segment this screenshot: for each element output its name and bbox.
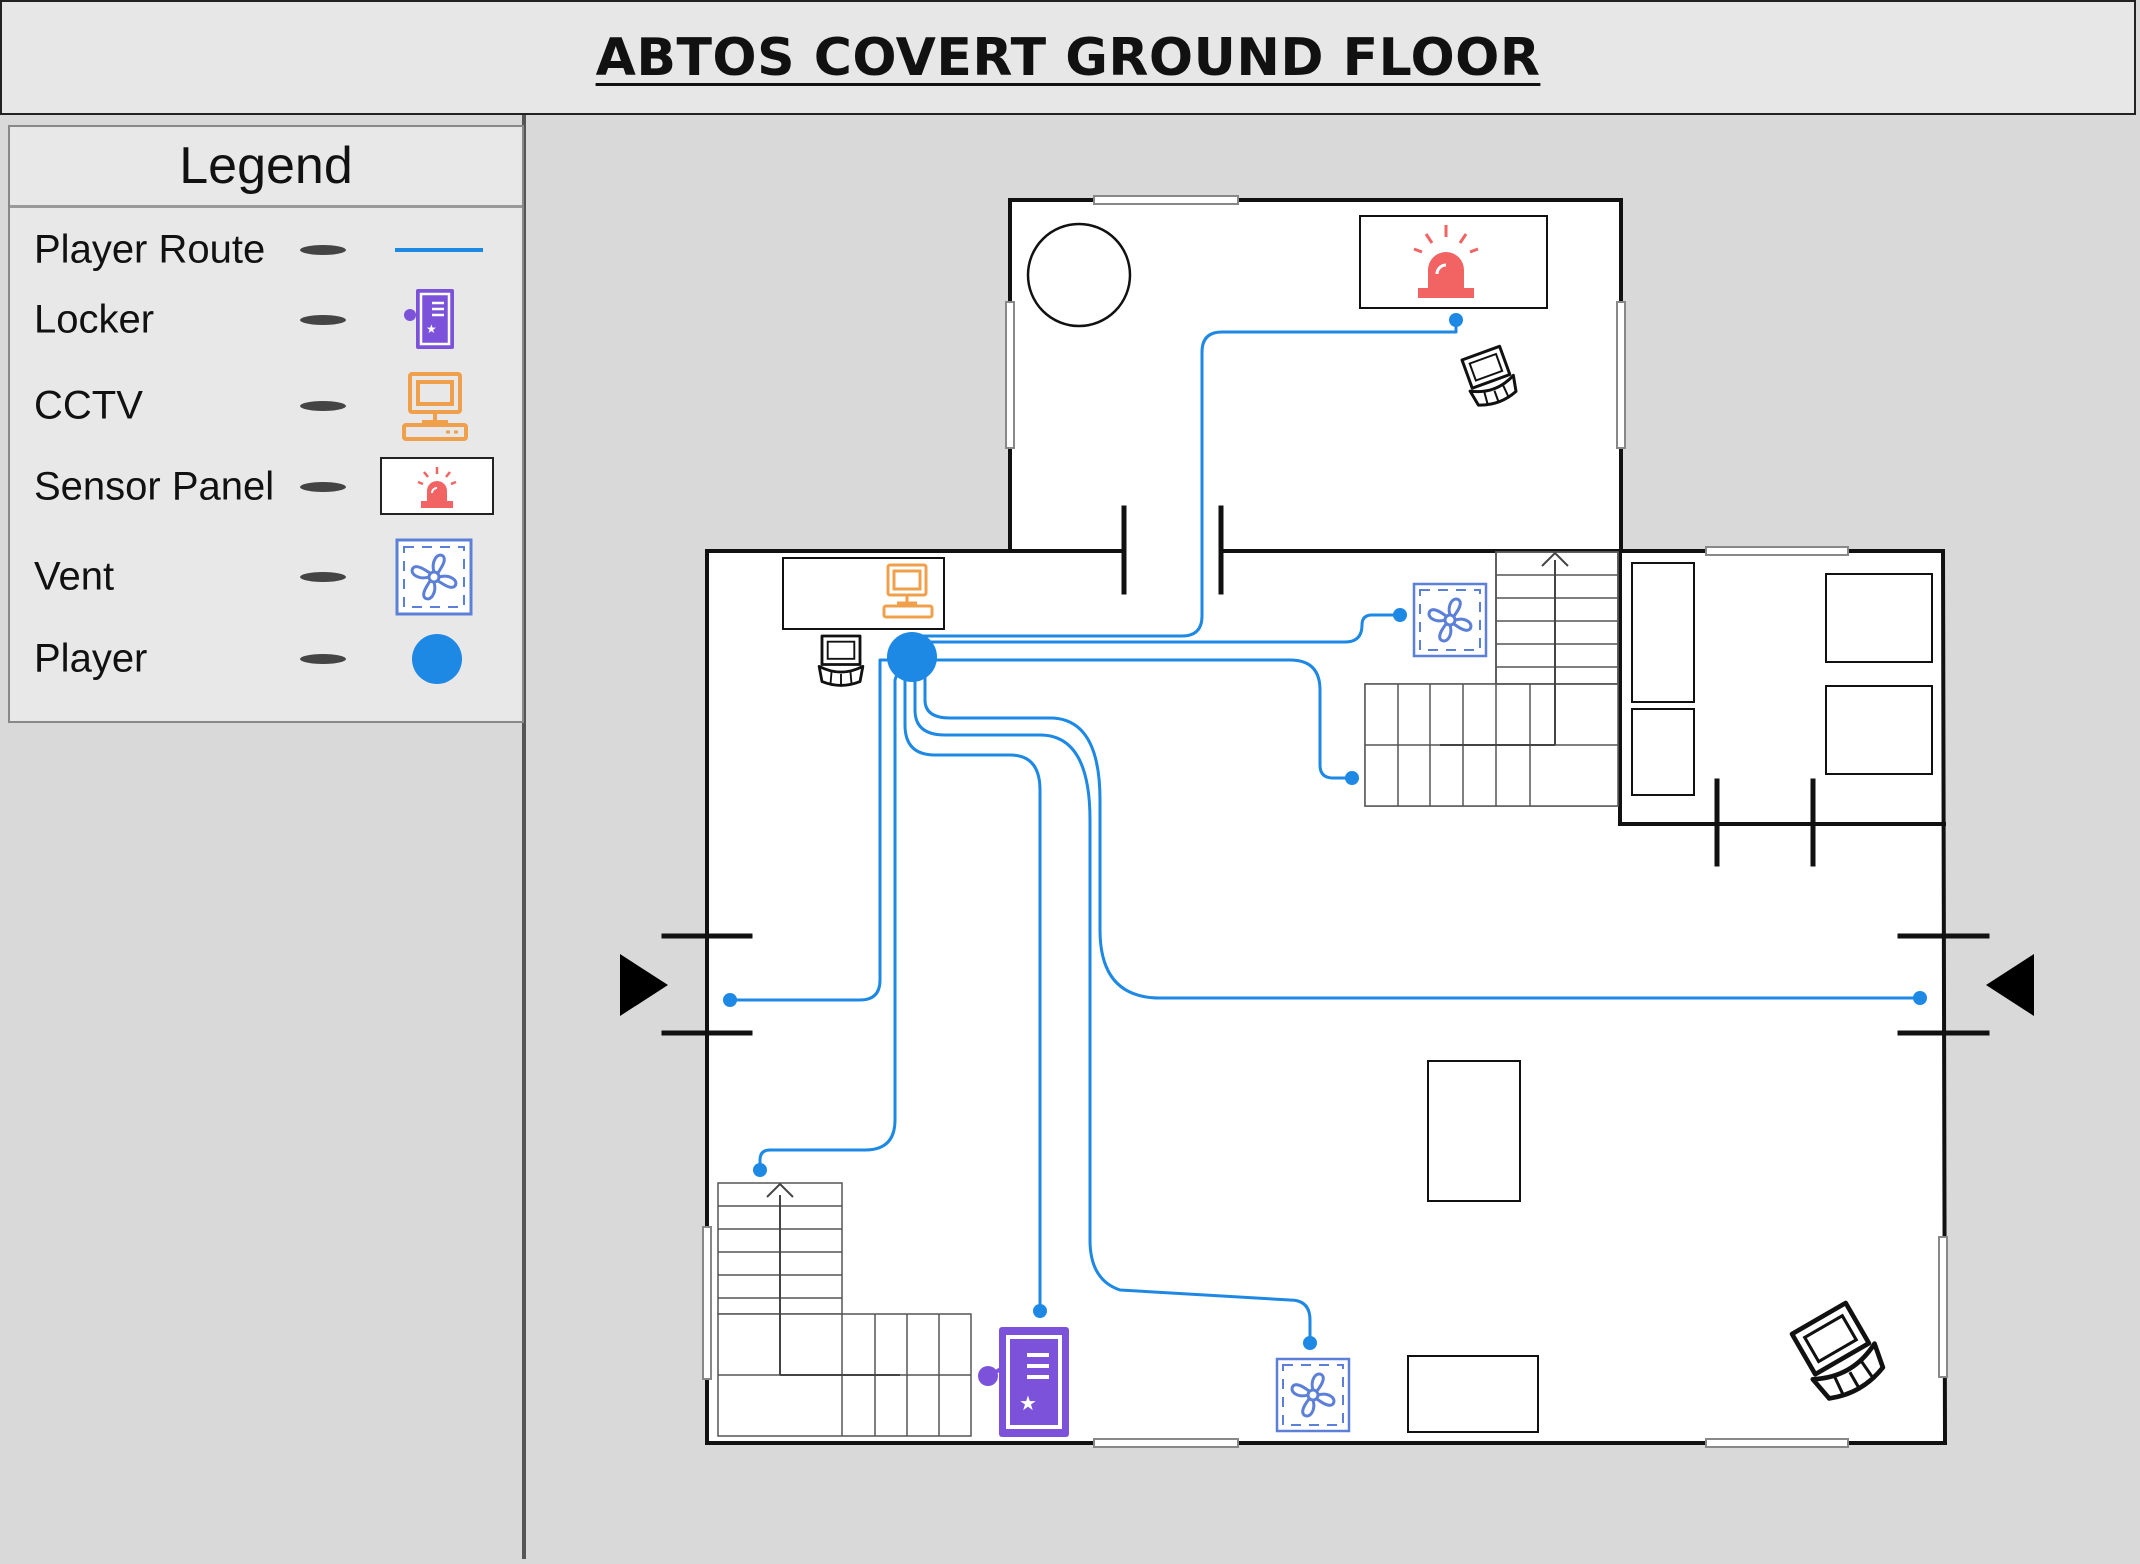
fan-vent-icon	[395, 538, 473, 616]
entrance-arrow-east-icon	[1986, 954, 2034, 1016]
legend-label: Vent	[34, 554, 115, 599]
legend-label: Locker	[34, 297, 155, 342]
cctv-desk	[782, 557, 945, 630]
windows	[702, 195, 1948, 1448]
legend-dash	[300, 401, 346, 411]
route-to-vent-upper	[912, 613, 1400, 644]
route-to-stairs-upper	[912, 658, 1352, 780]
round-table	[1026, 222, 1132, 328]
legend-label: Player	[34, 636, 148, 681]
floor-fill	[707, 200, 1945, 1443]
player-marker[interactable]	[887, 632, 937, 682]
locker-icon: ★	[404, 289, 454, 349]
route-to-vent-lower	[913, 670, 1312, 1343]
table	[1427, 1060, 1521, 1202]
staircase-lower	[717, 1182, 972, 1437]
legend-label: Player Route	[34, 227, 266, 272]
alarm-siren-icon[interactable]	[1413, 225, 1479, 298]
legend-dash	[300, 482, 346, 492]
chair	[817, 634, 865, 687]
route-to-east-exit	[923, 668, 1920, 1000]
page-title: ABTOS COVERT GROUND FLOOR	[595, 27, 1541, 88]
legend-dash	[300, 315, 346, 325]
entrance-arrows	[620, 954, 2034, 1016]
cabinet	[1825, 573, 1933, 663]
furniture	[782, 215, 1933, 1433]
cctv-computer-icon[interactable]	[882, 563, 934, 619]
fan-vent-icon[interactable]	[1275, 1357, 1351, 1433]
route-to-sensor-panel	[912, 320, 1458, 638]
cabinet	[1825, 685, 1933, 775]
floor-plan: ★	[528, 120, 2140, 1559]
alarm-siren-icon	[380, 457, 494, 515]
player-dot-icon	[412, 634, 462, 684]
route-endpoints	[723, 313, 1927, 1350]
legend-label: Sensor Panel	[34, 464, 275, 509]
route-to-locker	[903, 670, 1042, 1311]
legend-item-cctv: CCTV	[10, 372, 522, 441]
legend-item-locker: Locker ★	[10, 289, 522, 350]
entrance-arrow-west-icon	[620, 954, 668, 1016]
floor-plan-svg: ★	[620, 195, 2034, 1448]
sensor-panel-frame	[1359, 215, 1548, 309]
cctv-computer-icon	[402, 372, 468, 441]
legend-label: CCTV	[34, 383, 143, 428]
player-routes[interactable]	[730, 320, 1920, 1343]
legend-dash	[300, 245, 346, 255]
legend-dash	[300, 654, 346, 664]
route-line-icon	[395, 248, 483, 252]
legend-item-player: Player	[10, 629, 522, 689]
fan-vent-icon[interactable]	[1412, 582, 1488, 658]
table	[1407, 1355, 1539, 1433]
legend-dash	[300, 572, 346, 582]
legend-panel: Legend Player Route Locker ★ CCTV	[0, 115, 526, 1559]
route-to-stairs-lower	[758, 664, 902, 1170]
cabinet	[1631, 562, 1695, 703]
legend-item-sensor-panel: Sensor Panel	[10, 457, 522, 517]
legend-item-vent: Vent	[10, 538, 522, 616]
cabinet	[1631, 708, 1695, 796]
staircase-upper	[1364, 551, 1619, 807]
legend-item-player-route: Player Route	[10, 220, 522, 280]
legend-title: Legend	[10, 127, 522, 208]
title-bar: ABTOS COVERT GROUND FLOOR	[0, 0, 2136, 115]
route-to-west-exit	[730, 658, 895, 1002]
svg-text:★: ★	[426, 322, 437, 336]
legend-box: Legend Player Route Locker ★ CCTV	[8, 125, 524, 723]
svg-text:★: ★	[1019, 1393, 1037, 1415]
locker-icon[interactable]: ★	[978, 1327, 1069, 1437]
